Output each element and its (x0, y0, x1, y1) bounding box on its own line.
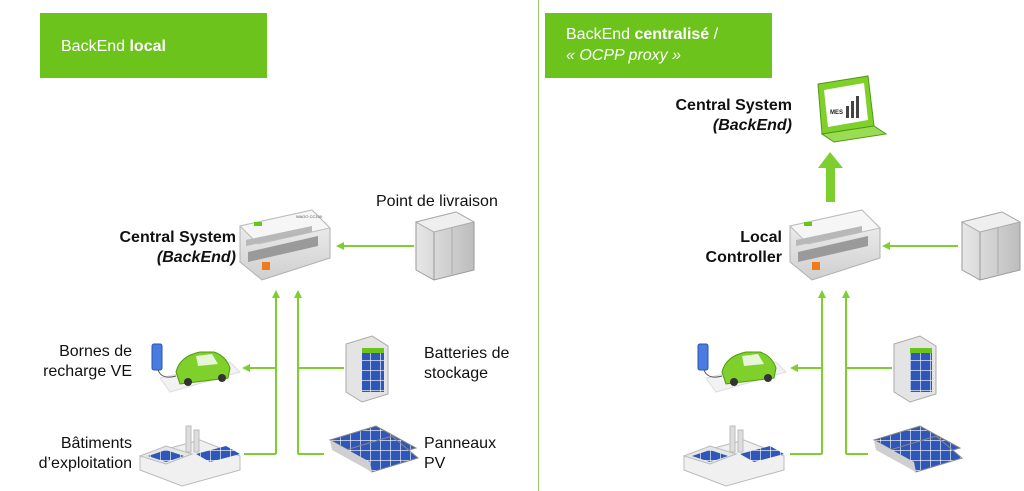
battery-label-line2: stockage (424, 365, 489, 382)
buildings-right (682, 425, 785, 487)
central-system-label-left: Central System (BackEnd) (90, 228, 237, 268)
building-label: Bâtiments d’exploitation (20, 434, 132, 474)
delivery-point-label: Point de livraison (376, 192, 498, 212)
controller-line1: Local (740, 229, 782, 246)
building-label-line1: Bâtiments (60, 435, 132, 452)
laptop-icon: MES (817, 75, 888, 143)
arrow-up-to-central-system (818, 152, 843, 202)
section-divider (538, 0, 539, 491)
tag-backend-local: BackEnd local (40, 13, 267, 78)
wago-device-left: WAGO CC100 (239, 209, 331, 281)
local-controller-label: Local Controller (660, 228, 782, 268)
central-system-title: Central System (675, 97, 793, 114)
building-label-line2: d’exploitation (38, 455, 132, 472)
ev-charger-right (697, 343, 787, 393)
pv-panels-left (328, 425, 420, 473)
laptop-screen-text: MES (830, 110, 843, 116)
battery-label: Batteries de stockage (424, 344, 509, 384)
central-system-sub: (BackEnd) (712, 117, 792, 134)
ev-charger-label: Bornes de recharge VE (20, 342, 132, 382)
tag-line2: « OCPP proxy » (566, 47, 682, 64)
ev-charger-left (151, 343, 241, 393)
buildings-left (138, 425, 241, 487)
connectors-left (242, 242, 414, 455)
delivery-point-text: Point de livraison (376, 193, 498, 210)
ev-label-line1: Bornes de (59, 343, 132, 360)
tag-bold: local (129, 38, 166, 55)
central-system-title: Central System (119, 229, 237, 246)
tag-bold: centralisé (634, 26, 710, 43)
pv-panels-right (872, 425, 964, 473)
battery-label-line1: Batteries de (424, 345, 510, 362)
connectors-right (790, 242, 958, 455)
pv-label: Panneaux PV (424, 434, 496, 474)
wago-device-right (789, 209, 881, 281)
device-brand-text: WAGO CC100 (296, 214, 323, 219)
tag-prefix: BackEnd (61, 38, 130, 55)
tag-backend-centralized: BackEnd centralisé / « OCPP proxy » (545, 13, 772, 78)
tag-suffix: / (709, 26, 719, 43)
central-system-sub: (BackEnd) (156, 249, 236, 266)
battery-storage-right (893, 335, 937, 403)
delivery-cabinet-left (414, 211, 476, 281)
tag-prefix: BackEnd (566, 26, 635, 43)
delivery-cabinet-right (960, 211, 1022, 281)
pv-label-line2: PV (424, 455, 446, 472)
ev-label-line2: recharge VE (43, 363, 132, 380)
pv-label-line1: Panneaux (424, 435, 497, 452)
controller-line2: Controller (705, 249, 782, 266)
central-system-label-right: Central System (BackEnd) (640, 96, 793, 136)
battery-storage-left (345, 335, 389, 403)
